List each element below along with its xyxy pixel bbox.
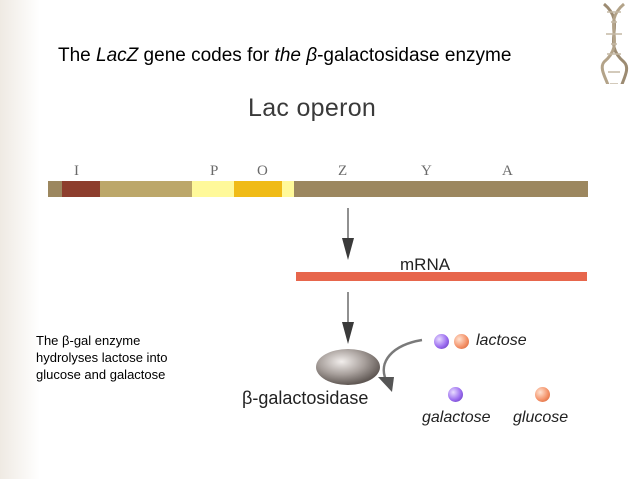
gene-label-y: Y xyxy=(421,163,432,179)
enzyme-label: β-galactosidase xyxy=(242,388,369,408)
lactose-glucose-ball xyxy=(454,334,469,349)
note-pre: The xyxy=(36,333,63,348)
slide-title: The LacZ gene codes for the β-galactosid… xyxy=(58,45,578,67)
lactose-galactose-ball xyxy=(434,334,449,349)
panel-title: Lac operon xyxy=(248,94,377,122)
side-note: The β-gal enzyme hydrolyses lactose into… xyxy=(36,332,201,383)
note-beta: β xyxy=(62,333,70,348)
mrna-bar xyxy=(296,272,587,281)
title-post: -galactosidase enzyme xyxy=(317,45,512,66)
mrna-label: mRNA xyxy=(400,255,451,274)
operator-gap-segment xyxy=(282,181,294,197)
gene-label-i: I xyxy=(74,163,79,179)
galactose-label: galactose xyxy=(422,409,491,426)
note-post: -gal enzyme xyxy=(69,333,141,348)
galactose-ball xyxy=(448,387,463,402)
hydrolysis-arrow xyxy=(378,338,423,392)
translation-arrow xyxy=(342,292,354,344)
diagram-panel xyxy=(41,84,638,479)
gene-label-z: Z xyxy=(338,163,348,179)
note-line-2: hydrolyses lactose into xyxy=(36,350,168,365)
gene-label-o: O xyxy=(257,163,268,179)
glucose-label: glucose xyxy=(513,409,569,426)
note-line-3: glucose and galactose xyxy=(36,367,166,382)
operator-segment xyxy=(234,181,282,197)
note-line-1: The β-gal enzyme xyxy=(36,332,201,349)
left-decoration xyxy=(0,0,40,479)
lactose-label: lactose xyxy=(476,332,527,349)
enzyme-blob xyxy=(316,349,380,385)
operon-segment-left xyxy=(100,181,192,197)
glucose-ball xyxy=(535,387,550,402)
gene-label-a: A xyxy=(502,163,513,179)
transcription-arrow xyxy=(342,208,354,260)
title-gene: LacZ xyxy=(96,45,139,66)
promoter-segment xyxy=(192,181,234,197)
title-mid: gene codes for xyxy=(138,45,275,66)
title-pre: The xyxy=(58,45,97,66)
gene-i-segment xyxy=(62,181,100,197)
title-the: the xyxy=(274,45,307,66)
title-beta: β xyxy=(306,45,318,66)
gene-label-p: P xyxy=(210,163,219,179)
